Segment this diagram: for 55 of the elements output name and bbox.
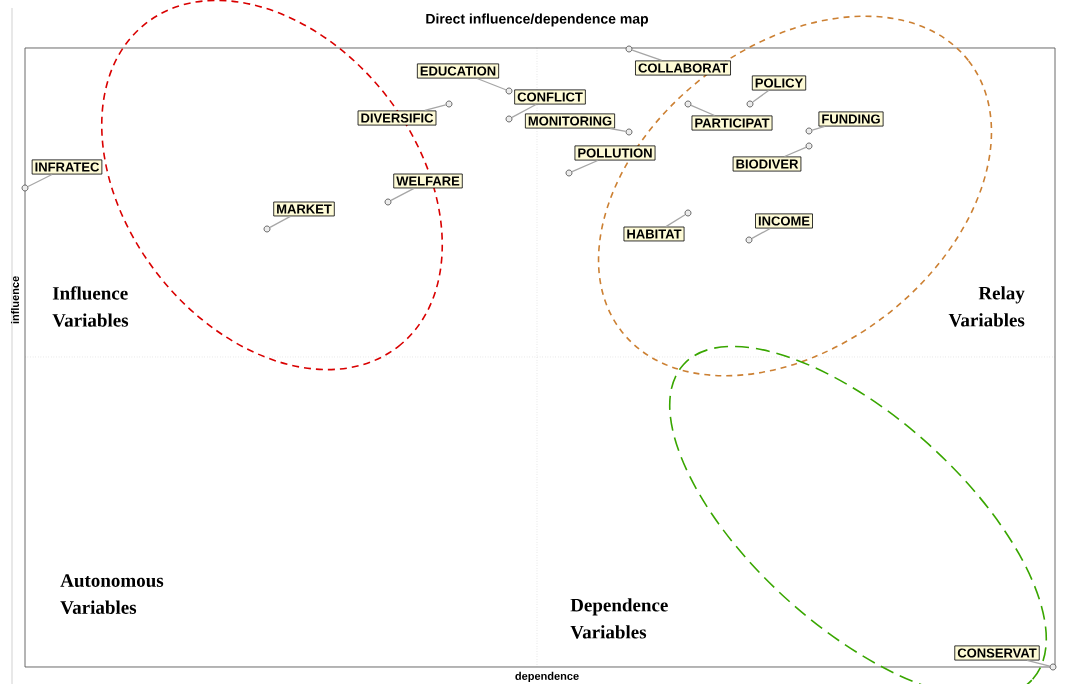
variable-label: HABITAT xyxy=(623,226,685,242)
leader-line xyxy=(811,125,826,131)
variable-label: INFRATEC xyxy=(31,159,103,175)
data-point xyxy=(384,198,392,206)
variable-label: POLLUTION xyxy=(574,145,656,161)
leader-line xyxy=(269,215,291,228)
data-point xyxy=(505,115,513,123)
data-point xyxy=(263,225,271,233)
leader-line xyxy=(609,127,627,132)
leader-line xyxy=(752,89,770,103)
variable-label: FUNDING xyxy=(818,111,884,127)
data-point xyxy=(505,87,513,95)
leader-line xyxy=(27,173,53,188)
leader-line xyxy=(476,77,507,91)
quadrant-label: Relay Variables xyxy=(948,286,1025,327)
quadrant-label: Dependence Variables xyxy=(570,598,668,639)
variable-label: EDUCATION xyxy=(416,63,500,79)
data-point xyxy=(746,100,754,108)
data-point xyxy=(625,128,633,136)
data-point xyxy=(445,100,453,108)
leader-line xyxy=(783,146,807,158)
variable-label: DIVERSIFIC xyxy=(357,110,437,126)
data-point xyxy=(565,169,573,177)
data-point xyxy=(805,127,813,135)
data-point xyxy=(684,100,692,108)
leader-line xyxy=(690,104,716,117)
data-point xyxy=(625,45,633,53)
variable-label: BIODIVER xyxy=(732,156,802,172)
variable-label: MONITORING xyxy=(525,113,616,129)
data-point xyxy=(21,184,29,192)
leader-line xyxy=(631,49,663,62)
leader-line xyxy=(571,159,599,173)
variable-label: WELFARE xyxy=(393,173,463,189)
variable-label: CONSERVAT xyxy=(954,645,1040,661)
leader-line xyxy=(751,227,771,239)
data-point xyxy=(684,209,692,217)
quadrant-label: Influence Variables xyxy=(52,286,129,327)
leader-line xyxy=(665,214,686,228)
variable-label: INCOME xyxy=(755,213,813,229)
variable-label: CONFLICT xyxy=(514,89,586,105)
variable-label: COLLABORAT xyxy=(635,60,731,76)
quadrant-label: Autonomous Variables xyxy=(60,574,164,614)
leader-line xyxy=(511,103,537,119)
leader-line xyxy=(424,104,447,112)
variable-label: MARKET xyxy=(273,201,335,217)
axis-label: dependence xyxy=(515,671,579,683)
data-point xyxy=(805,142,813,150)
leader-line xyxy=(1026,659,1051,667)
axis-label: influence xyxy=(10,276,20,324)
data-point xyxy=(1049,663,1057,671)
variable-label: PARTICIPAT xyxy=(691,115,773,131)
chart-title: Direct influence/dependence map xyxy=(426,13,649,27)
data-point xyxy=(745,236,753,244)
leader-line xyxy=(390,187,415,202)
variable-label: POLICY xyxy=(751,75,807,91)
